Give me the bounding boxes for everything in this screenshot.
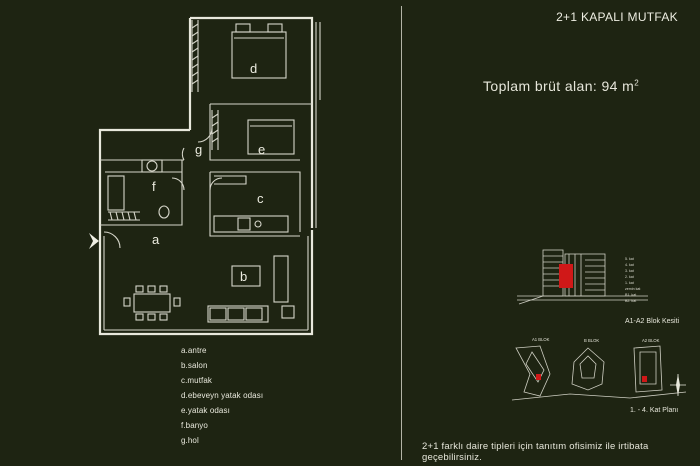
floor-label: zemin kat — [625, 287, 640, 291]
room-label-f: f — [152, 179, 156, 194]
block-label-b: B BLOK — [584, 338, 599, 343]
floor-plan: d e g f c a b — [89, 16, 321, 336]
block-label-a1: A1 BLOK — [532, 337, 550, 342]
floor-label: 5. kat — [625, 257, 634, 261]
room-label-e: e — [258, 142, 265, 157]
floor-label: B1. kat — [625, 293, 636, 297]
legend-item: e.yatak odası — [181, 406, 230, 415]
legend-item: b.salon — [181, 361, 208, 370]
section-caption: A1-A2 Blok Kesiti — [625, 318, 680, 325]
wall-top — [190, 16, 314, 104]
total-area-text: Toplam brüt alan: 94 m — [483, 78, 635, 94]
highlight-floors — [559, 264, 573, 288]
page-title: 2+1 KAPALI MUTFAK — [556, 10, 678, 24]
floor-label: 4. kat — [625, 263, 634, 267]
legend-item: d.ebeveyn yatak odası — [181, 391, 264, 400]
vertical-divider — [401, 6, 402, 460]
block-section-diagram: 5. kat 4. kat 3. kat 2. kat 1. kat zemin… — [517, 249, 648, 305]
legend-item: g.hol — [181, 436, 199, 445]
floor-label: 1. kat — [625, 281, 634, 285]
north-arrow-icon — [670, 374, 686, 396]
legend-item: a.antre — [181, 346, 207, 355]
site-plan-diagram: A1 BLOK B BLOK A2 BLOK — [511, 337, 687, 401]
room-legend: a.antre b.salon c.mutfak d.ebeveyn yatak… — [181, 343, 263, 448]
room-label-a: a — [152, 232, 160, 247]
room-label-b: b — [240, 269, 247, 284]
total-area: Toplam brüt alan: 94 m2 — [483, 78, 639, 94]
room-label-c: c — [257, 191, 264, 206]
block-label-a2: A2 BLOK — [642, 338, 660, 343]
room-label-g: g — [195, 142, 202, 157]
site-highlight-a1 — [536, 374, 541, 380]
area-unit-sup: 2 — [634, 78, 640, 88]
footer-note: 2+1 farklı daire tipleri için tanıtım of… — [422, 441, 649, 463]
legend-item: c.mutfak — [181, 376, 213, 385]
site-highlight-a2 — [642, 376, 647, 382]
room-label-d: d — [250, 61, 257, 76]
legend-item: f.banyo — [181, 421, 208, 430]
floor-label: B2. kat — [625, 299, 636, 303]
floor-label: 3. kat — [625, 269, 634, 273]
floor-label: 2. kat — [625, 275, 634, 279]
wall-outer — [98, 128, 314, 336]
site-caption: 1. - 4. Kat Planı — [630, 407, 679, 414]
entrance-arrow-icon — [89, 233, 99, 249]
